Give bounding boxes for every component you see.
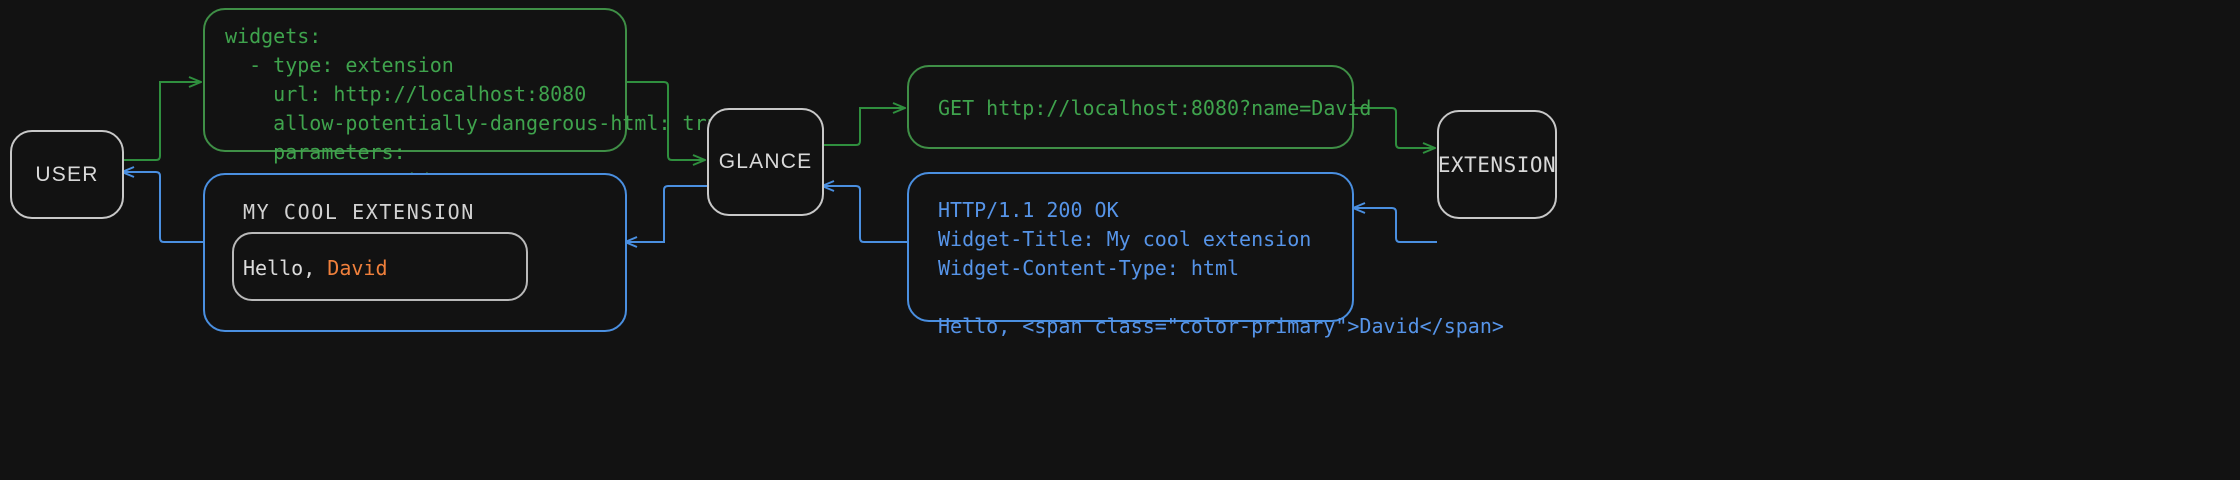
panel-http-request [907,65,1354,149]
http-request-text: GET http://localhost:8080?name=David [938,96,1372,120]
wire-glance-to-request [820,108,905,146]
greeting-name: David [327,256,388,280]
config-yaml-text: widgets: - type: extension url: http://l… [225,24,731,193]
wire-user-to-config [120,82,201,161]
wire-response-to-glance [822,186,907,243]
node-glance[interactable]: GLANCE [707,108,824,216]
rendered-widget-title: MY COOL EXTENSION [243,200,475,224]
node-extension[interactable]: EXTENSION [1437,110,1557,219]
node-user[interactable]: USER [10,130,124,219]
rendered-widget-body [232,232,528,301]
http-response-text: HTTP/1.1 200 OK Widget-Title: My cool ex… [938,198,1504,338]
panel-config-yaml [203,8,627,152]
greeting-prefix: Hello, [243,256,328,280]
wire-widget-to-user [122,172,203,243]
node-user-label: USER [35,162,99,186]
panel-http-response [907,172,1354,322]
node-extension-label: EXTENSION [1437,152,1557,177]
rendered-widget-greeting: Hello, David [243,256,388,280]
node-glance-label: GLANCE [718,150,813,173]
